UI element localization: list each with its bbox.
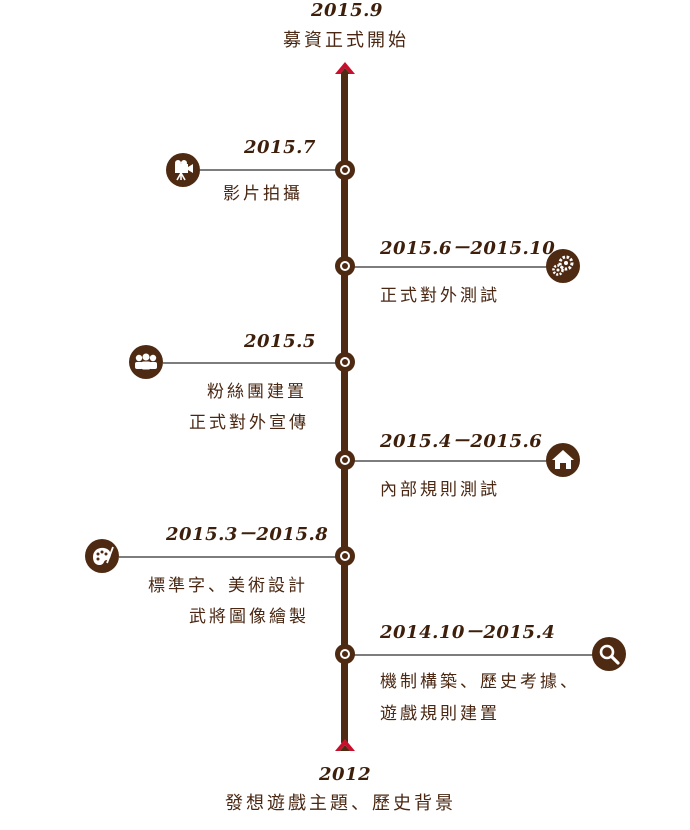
timeline-node: [335, 352, 355, 372]
timeline-spine: [341, 72, 348, 744]
milestone-label: 武將圖像繪製: [189, 607, 309, 627]
timeline-node: [335, 160, 355, 180]
video-camera-icon: [166, 153, 200, 187]
milestone-date: 2015.4－2015.6: [380, 431, 543, 452]
bottom-date: 2012: [319, 764, 372, 785]
timeline-node: [335, 450, 355, 470]
connector-line: [348, 266, 548, 268]
milestone-label: 遊戲規則建置: [380, 704, 500, 724]
connector-line: [348, 654, 594, 656]
gears-icon: [546, 249, 580, 283]
connector-line: [119, 556, 342, 558]
top-date: 2015.9: [311, 0, 383, 21]
bottom-arrow-icon: [335, 739, 355, 751]
top-label: 募資正式開始: [283, 30, 409, 51]
timeline-node: [335, 644, 355, 664]
milestone-label: 影片拍攝: [223, 184, 303, 204]
group-icon: [129, 345, 163, 379]
connector-line: [348, 460, 548, 462]
milestone-label: 內部規則測試: [380, 480, 500, 500]
connector-line: [163, 362, 342, 364]
bottom-label: 發想遊戲主題、歷史背景: [225, 793, 456, 814]
home-icon: [546, 443, 580, 477]
milestone-label: 正式對外宣傳: [189, 413, 309, 433]
magnifier-icon: [592, 637, 626, 671]
milestone-label: 機制構築、歷史考據、: [380, 672, 580, 692]
connector-line: [200, 169, 342, 171]
milestone-date: 2015.7: [244, 137, 316, 158]
milestone-label: 粉絲團建置: [207, 382, 307, 402]
milestone-date: 2014.10－2015.4: [380, 622, 556, 643]
milestone-date: 2015.6－2015.10: [380, 238, 556, 259]
top-arrow-icon: [335, 62, 355, 74]
milestone-label: 標準字、美術設計: [148, 576, 308, 596]
milestone-date: 2015.5: [244, 331, 316, 352]
milestone-label: 正式對外測試: [380, 286, 500, 306]
milestone-date: 2015.3－2015.8: [166, 524, 329, 545]
timeline-node: [335, 546, 355, 566]
timeline-node: [335, 256, 355, 276]
palette-icon: [85, 539, 119, 573]
